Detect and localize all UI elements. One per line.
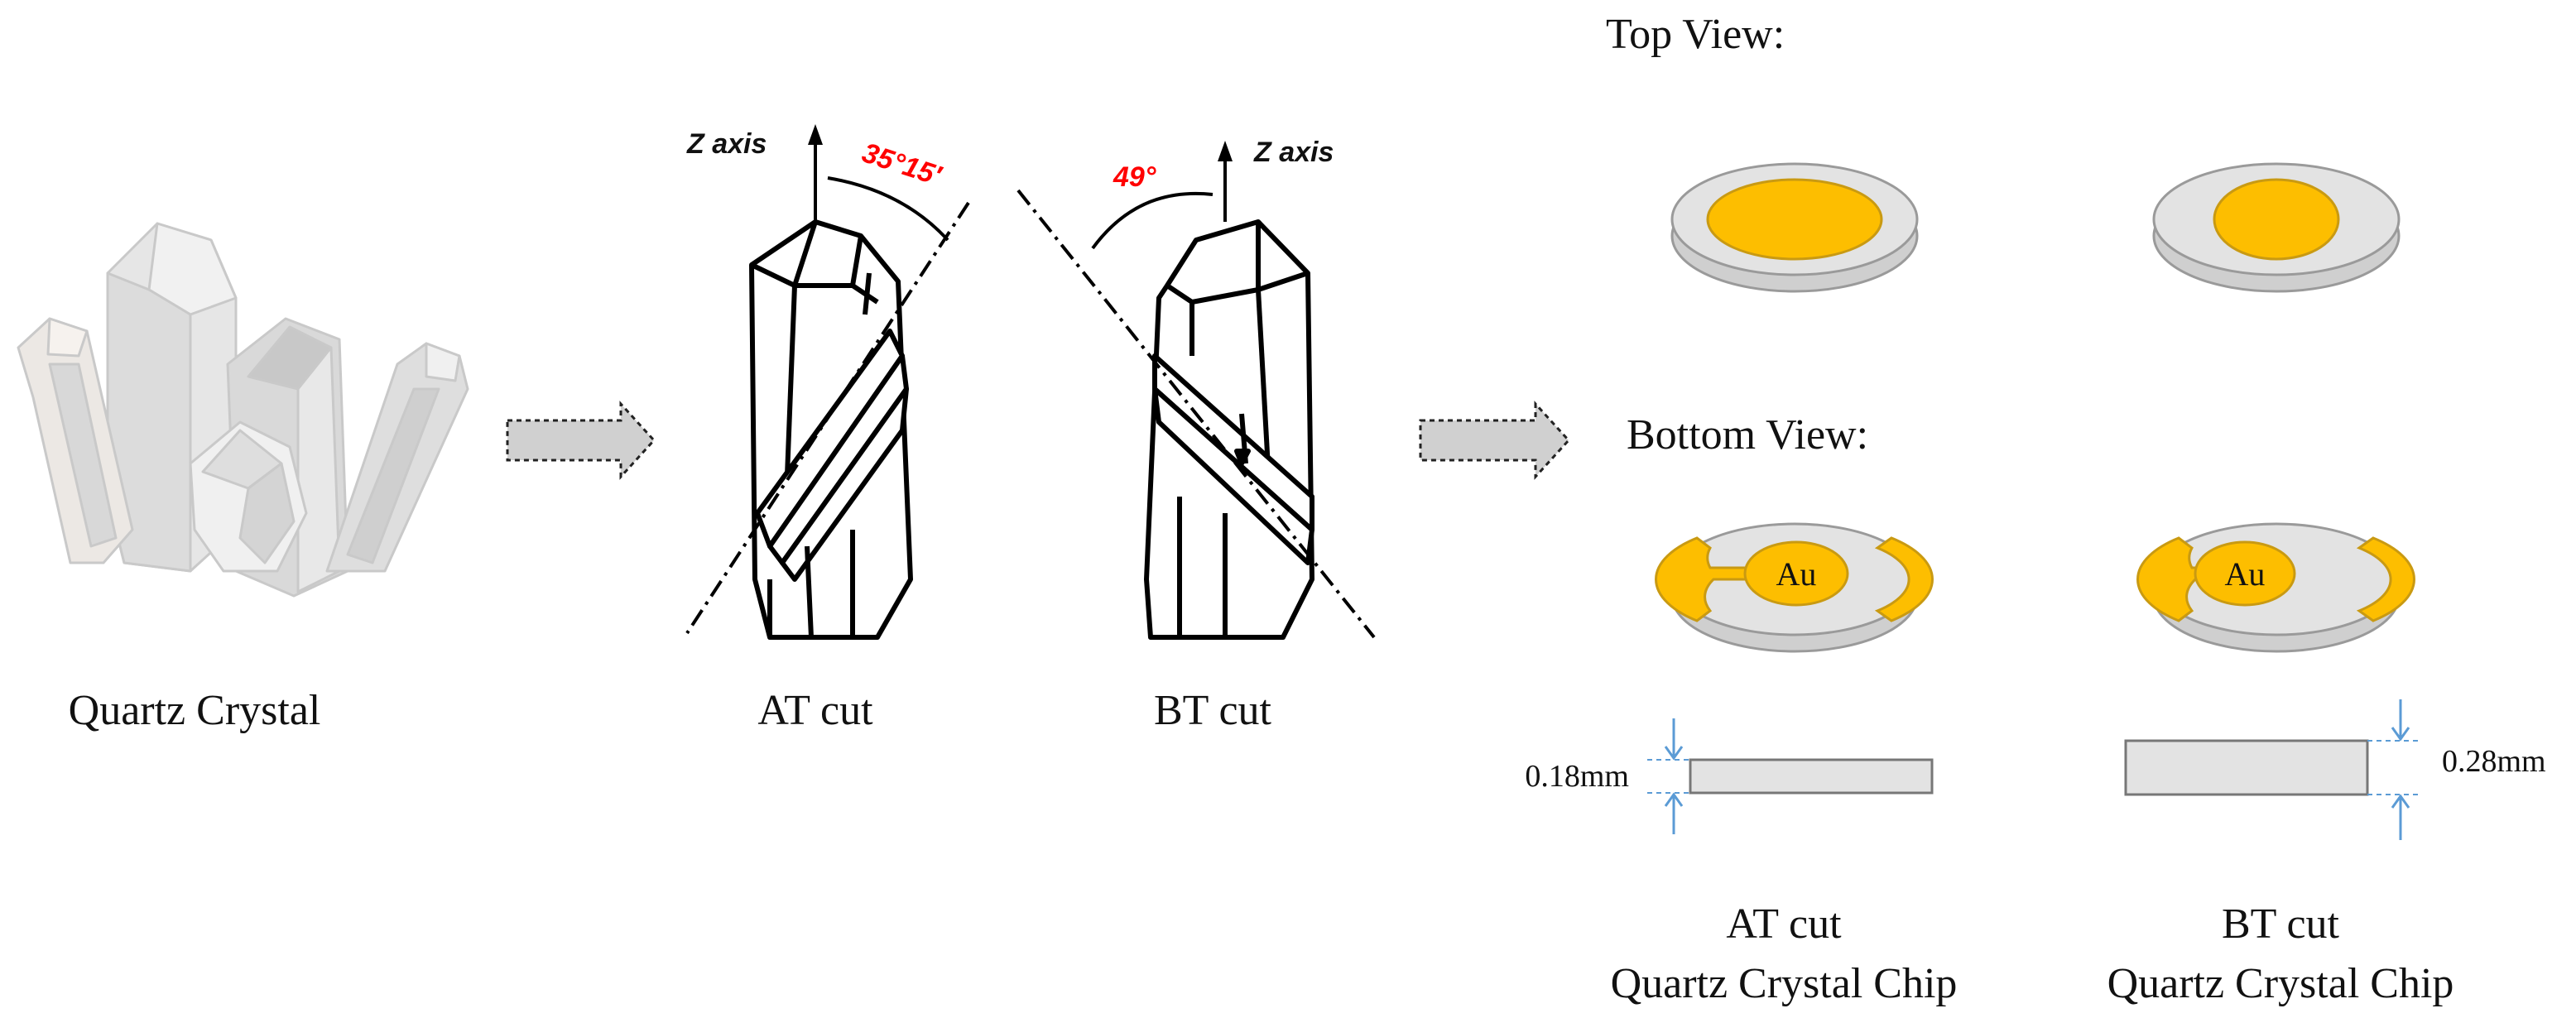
bt-z-axis-label: Z axis [1253, 137, 1334, 168]
bt-angle-label: 49° [1113, 161, 1156, 193]
bt-cut-crystal [1144, 219, 1314, 640]
bt-chip-caption-line1: BT cut [2222, 900, 2340, 948]
gold-electrode-bottom [2194, 540, 2296, 607]
at-chip-bottom-view [1655, 522, 1934, 653]
at-chip-caption-line1: AT cut [1726, 900, 1842, 948]
at-angle-label: 35°15′ [858, 137, 946, 193]
bt-chip-side-profile [2124, 699, 2421, 840]
bt-thickness-label: 0.28mm [2442, 744, 2546, 779]
bt-cut-label: BT cut [1154, 687, 1272, 734]
gold-electrode-bottom [1743, 540, 1849, 607]
top-view-heading: Top View: [1606, 11, 1785, 58]
au-label-bt: Au [2225, 555, 2266, 593]
gold-electrode-top [1706, 178, 1883, 261]
at-cut-line [685, 201, 970, 635]
at-cut-crystal [749, 219, 913, 640]
bottom-view-heading: Bottom View: [1627, 411, 1868, 459]
bt-z-axis [1218, 141, 1233, 222]
bt-chip-caption-line2: Quartz Crystal Chip [2107, 960, 2454, 1007]
at-cut-label: AT cut [757, 687, 873, 734]
at-angle-arc [827, 176, 949, 242]
quartz-crystal-label: Quartz Crystal [69, 687, 321, 734]
at-chip-top-view [1670, 162, 1919, 293]
at-chip-caption-line2: Quartz Crystal Chip [1611, 960, 1958, 1007]
bt-angle-arc [1091, 191, 1214, 250]
flow-arrow-2 [1419, 401, 1571, 480]
flow-arrow-1 [506, 401, 656, 480]
bt-chip-bottom-view [2136, 522, 2415, 653]
at-chip-side-profile [1647, 718, 1934, 834]
at-z-axis [808, 124, 823, 222]
bt-cut-line [1016, 189, 1376, 639]
au-label-at: Au [1776, 555, 1817, 593]
at-z-axis-label: Z axis [686, 128, 767, 160]
gold-electrode-top [2213, 178, 2340, 261]
bt-chip-top-view [2152, 162, 2401, 293]
at-thickness-label: 0.18mm [1525, 759, 1629, 794]
quartz-crystal-illustration [17, 222, 469, 598]
